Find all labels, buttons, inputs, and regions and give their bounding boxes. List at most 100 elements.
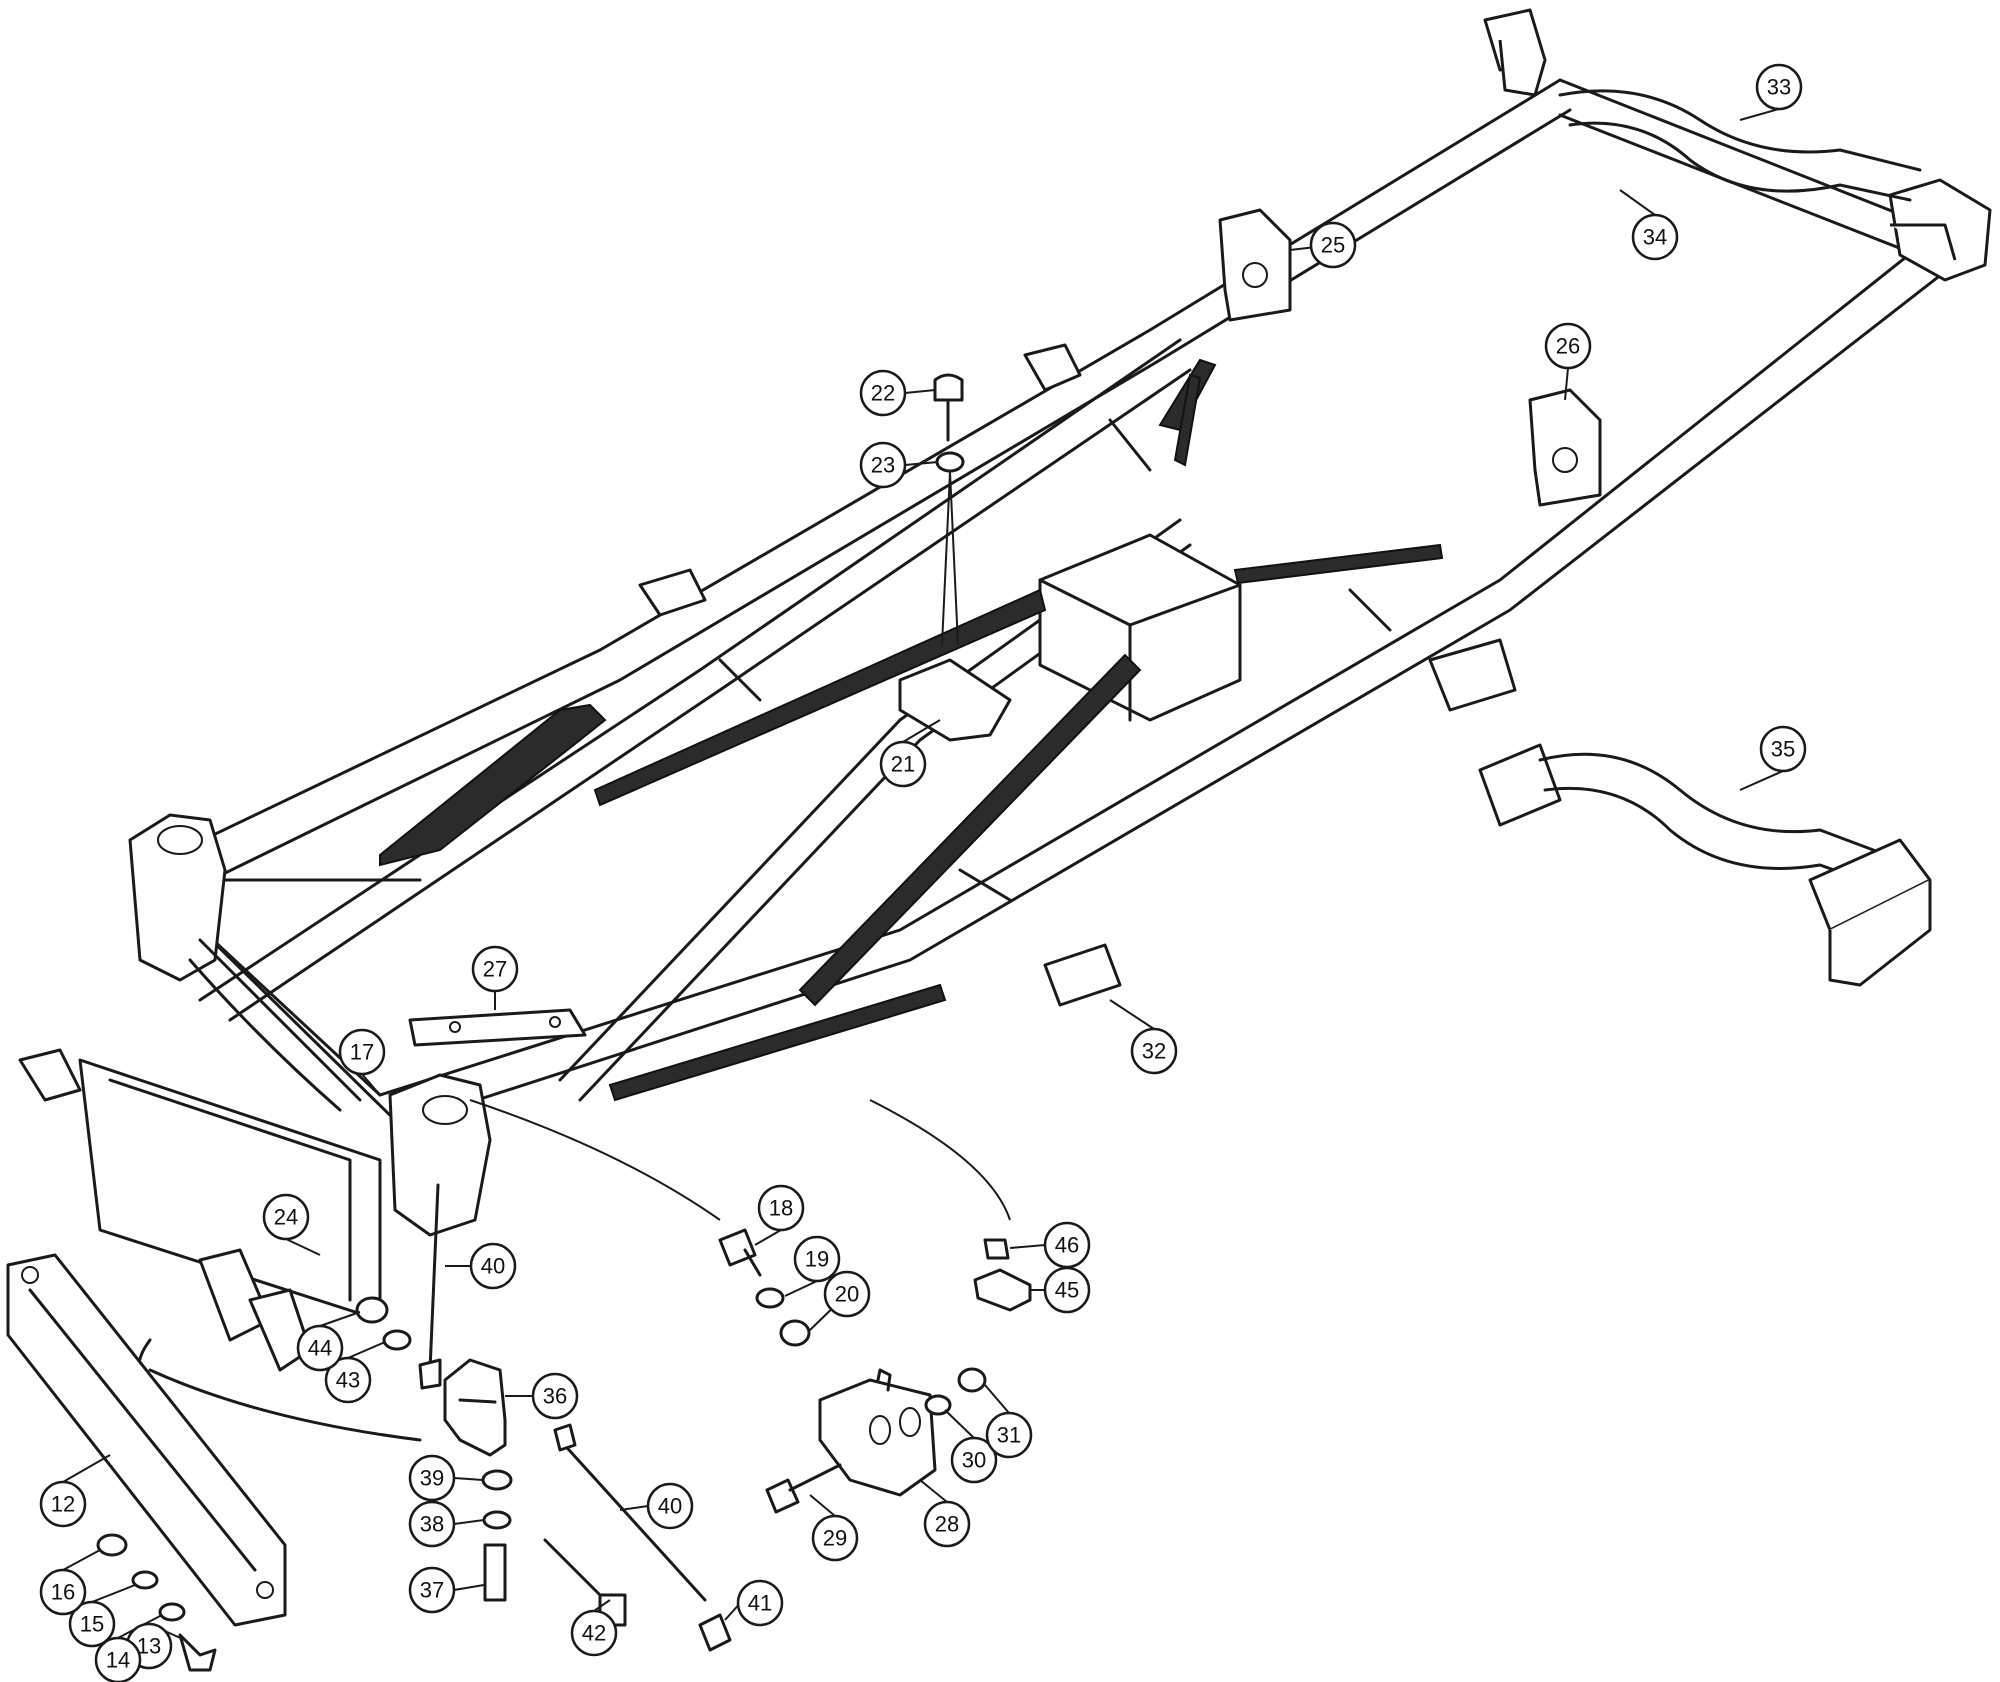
callout-18: 18: [757, 1184, 805, 1232]
callout-44: 44: [296, 1324, 344, 1372]
plate-27: [408, 1008, 587, 1047]
callout-number: 41: [748, 1591, 772, 1616]
callout-39: 39: [408, 1454, 456, 1502]
rear-crossmember-33: [1558, 89, 1922, 202]
callout-34: 34: [1631, 213, 1679, 261]
callout-circle: [1631, 213, 1679, 261]
callout-number: 32: [1142, 1039, 1166, 1064]
callout-circle: [324, 1356, 372, 1404]
callout-circle: [859, 441, 907, 489]
callout-circle: [811, 1514, 859, 1562]
callout-circle: [1759, 725, 1807, 773]
callout-circle: [262, 1193, 310, 1241]
callout-circle: [1130, 1027, 1178, 1075]
callout-21: 21: [879, 740, 927, 788]
callout-number: 43: [336, 1368, 360, 1393]
callout-number: 14: [106, 1648, 130, 1673]
callout-45: 45: [1043, 1266, 1091, 1314]
callout-circle: [985, 1411, 1033, 1459]
callout-43: 43: [324, 1356, 372, 1404]
callout-23: 23: [859, 441, 907, 489]
callout-number: 46: [1055, 1233, 1079, 1258]
callout-circle: [94, 1636, 142, 1682]
callout-circle: [950, 1436, 998, 1484]
callout-number: 13: [137, 1634, 161, 1659]
callout-circle: [469, 1242, 517, 1290]
callout-number: 31: [997, 1423, 1021, 1448]
callout-number: 19: [805, 1247, 829, 1272]
callout-14: 14: [94, 1636, 142, 1682]
callout-circle: [736, 1579, 784, 1627]
frame-pads: [379, 358, 1444, 1102]
callout-22: 22: [859, 369, 907, 417]
loose-parts: [6, 373, 1032, 1672]
callout-circle: [823, 1270, 871, 1318]
callout-circle: [68, 1600, 116, 1648]
callout-number: 30: [962, 1448, 986, 1473]
callout-16: 16: [39, 1568, 87, 1616]
callout-circle: [793, 1235, 841, 1283]
callout-number: 33: [1767, 75, 1791, 100]
callout-20: 20: [823, 1270, 871, 1318]
callout-circle: [408, 1454, 456, 1502]
callout-number: 27: [483, 957, 507, 982]
callout-number: 17: [350, 1040, 374, 1065]
callout-circle: [531, 1372, 579, 1420]
callout-27: 27: [471, 945, 519, 993]
frame-brackets: [638, 8, 1992, 1007]
callout-number: 37: [420, 1578, 444, 1603]
callout-number: 25: [1321, 233, 1345, 258]
callout-number: 42: [582, 1621, 606, 1646]
front-suspension: [18, 813, 492, 1442]
callout-circle: [757, 1184, 805, 1232]
callout-circle: [39, 1568, 87, 1616]
callout-number: 35: [1771, 737, 1795, 762]
callout-circle: [338, 1028, 386, 1076]
callout-number: 36: [543, 1384, 567, 1409]
callout-31: 31: [985, 1411, 1033, 1459]
chassis-frame: [138, 78, 1962, 1127]
callout-36: 36: [531, 1372, 579, 1420]
callout-33: 33: [1755, 63, 1803, 111]
callout-40: 40: [646, 1482, 694, 1530]
callout-number: 29: [823, 1526, 847, 1551]
callout-circle: [408, 1566, 456, 1614]
callout-19: 19: [793, 1235, 841, 1283]
callout-24: 24: [262, 1193, 310, 1241]
callout-29: 29: [811, 1514, 859, 1562]
callout-number: 18: [769, 1196, 793, 1221]
callout-circle: [1043, 1221, 1091, 1269]
callout-number: 12: [51, 1492, 75, 1517]
callout-number: 23: [871, 453, 895, 478]
callout-number: 16: [51, 1580, 75, 1605]
callout-number: 15: [80, 1612, 104, 1637]
callout-25: 25: [1309, 221, 1357, 269]
callout-30: 30: [950, 1436, 998, 1484]
callout-41: 41: [736, 1579, 784, 1627]
callout-40: 40: [469, 1242, 517, 1290]
callout-35: 35: [1759, 725, 1807, 773]
callout-circle: [1544, 322, 1592, 370]
callout-12: 12: [39, 1480, 87, 1528]
callout-circle: [296, 1324, 344, 1372]
callout-number: 22: [871, 381, 895, 406]
callout-number: 40: [658, 1494, 682, 1519]
callout-number: 38: [420, 1512, 444, 1537]
callout-circle: [1309, 221, 1357, 269]
callout-26: 26: [1544, 322, 1592, 370]
callout-17: 17: [338, 1028, 386, 1076]
callout-15: 15: [68, 1600, 116, 1648]
callout-number: 44: [308, 1336, 332, 1361]
callout-46: 46: [1043, 1221, 1091, 1269]
callout-number: 24: [274, 1205, 298, 1230]
callout-circle: [923, 1500, 971, 1548]
callout-circle: [570, 1609, 618, 1657]
callout-number: 21: [891, 752, 915, 777]
callout-number: 45: [1055, 1278, 1079, 1303]
callout-32: 32: [1130, 1027, 1178, 1075]
callout-circle: [859, 369, 907, 417]
callout-28: 28: [923, 1500, 971, 1548]
callout-42: 42: [570, 1609, 618, 1657]
